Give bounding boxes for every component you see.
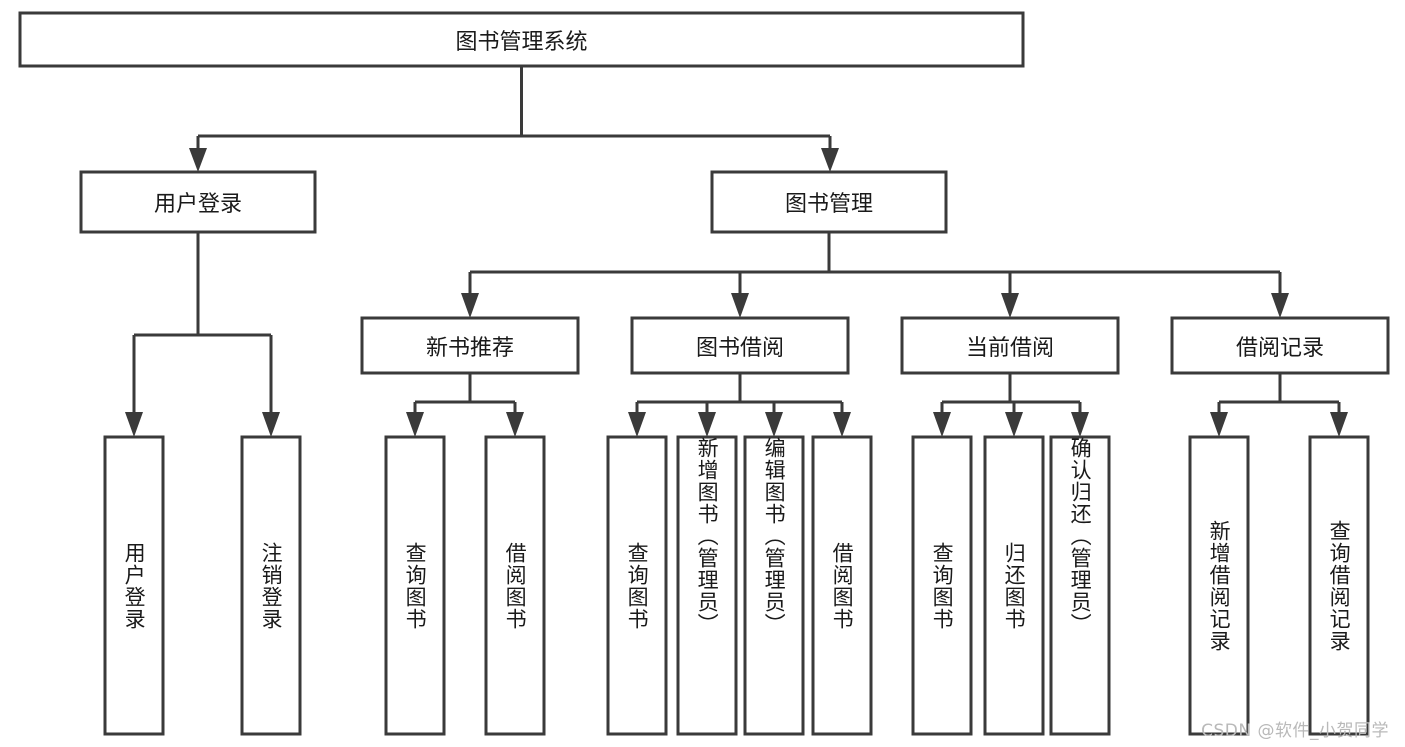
node-box-leaf-query-book-3[interactable] (911, 435, 973, 736)
arrow-to-new-book-recommend (461, 293, 479, 318)
node-box-borrow-records[interactable] (1170, 316, 1390, 375)
arrow-to-leaf-borrow-book-1 (506, 412, 524, 437)
arrow-to-leaf-query-book-1 (406, 412, 424, 437)
node-box-leaf-add-book[interactable] (676, 435, 738, 736)
arrow-to-leaf-query-book-2 (628, 412, 646, 437)
arrow-to-leaf-confirm-return (1071, 412, 1089, 437)
node-box-current-borrow[interactable] (900, 316, 1120, 375)
node-box-book-borrow[interactable] (630, 316, 850, 375)
arrow-to-leaf-query-book-3 (933, 412, 951, 437)
arrow-to-leaf-add-book (698, 412, 716, 437)
node-box-leaf-return-book[interactable] (983, 435, 1045, 736)
node-box-leaf-query-book-1[interactable] (384, 435, 446, 736)
node-box-new-book-recommend[interactable] (360, 316, 580, 375)
node-box-leaf-borrow-book-2[interactable] (811, 435, 873, 736)
arrow-to-leaf-return-book (1005, 412, 1023, 437)
node-box-leaf-user-login[interactable] (103, 435, 165, 736)
node-box-leaf-logout[interactable] (240, 435, 302, 736)
arrow-to-leaf-logout (262, 412, 280, 437)
node-box-leaf-borrow-book-1[interactable] (484, 435, 546, 736)
arrow-to-leaf-user-login (125, 412, 143, 437)
edges-layer (125, 66, 1348, 437)
arrow-to-user-login (189, 148, 207, 172)
node-box-leaf-add-record[interactable] (1188, 435, 1250, 736)
nodes-layer (18, 11, 1390, 736)
node-box-leaf-query-book-2[interactable] (606, 435, 668, 736)
arrow-to-book-borrow (731, 293, 749, 318)
node-box-user-login[interactable] (79, 170, 317, 234)
node-box-leaf-edit-book[interactable] (743, 435, 805, 736)
node-box-root[interactable] (18, 11, 1025, 68)
arrow-to-leaf-query-record (1330, 412, 1348, 437)
node-box-leaf-query-record[interactable] (1308, 435, 1370, 736)
node-box-book-manage[interactable] (710, 170, 948, 234)
arrow-to-leaf-edit-book (765, 412, 783, 437)
arrow-to-leaf-add-record (1210, 412, 1228, 437)
csdn-watermark: CSDN @软件_小贺同学 (1201, 721, 1389, 741)
node-box-leaf-confirm-return[interactable] (1049, 435, 1111, 736)
arrow-to-book-manage (821, 148, 839, 172)
arrow-to-leaf-borrow-book-2 (833, 412, 851, 437)
arrow-to-borrow-records (1271, 293, 1289, 318)
arrow-to-current-borrow (1001, 293, 1019, 318)
